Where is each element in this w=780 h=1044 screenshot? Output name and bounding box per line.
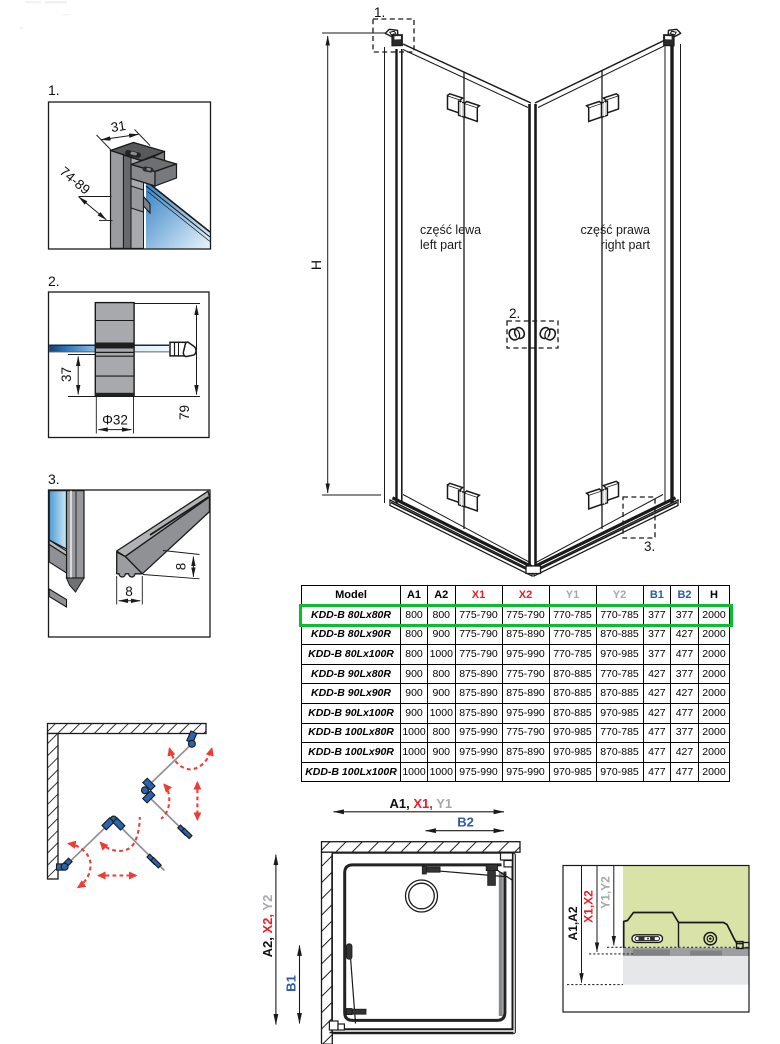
svg-text:1.: 1. xyxy=(374,5,385,20)
svg-text:left part: left part xyxy=(420,238,462,252)
svg-text:74-89: 74-89 xyxy=(57,164,93,198)
svg-text:B1: B1 xyxy=(284,975,299,992)
svg-text:Φ32: Φ32 xyxy=(102,413,128,428)
svg-text:right part: right part xyxy=(601,238,651,252)
svg-text:A2, X2, Y2: A2, X2, Y2 xyxy=(260,895,275,958)
svg-text:B2: B2 xyxy=(457,815,474,830)
svg-text:8: 8 xyxy=(174,563,189,571)
svg-text:3.: 3. xyxy=(48,471,60,487)
svg-text:część lewa: część lewa xyxy=(420,223,481,237)
svg-text:2.: 2. xyxy=(509,306,520,321)
svg-text:3.: 3. xyxy=(644,539,655,554)
svg-text:31: 31 xyxy=(110,118,127,135)
svg-text:A1, X1, Y1: A1, X1, Y1 xyxy=(389,796,452,811)
svg-text:37: 37 xyxy=(59,367,74,382)
svg-text:Y1,Y2: Y1,Y2 xyxy=(599,876,613,909)
svg-text:X1,X2: X1,X2 xyxy=(582,890,596,923)
svg-text:H: H xyxy=(308,260,324,270)
svg-text:część prawa: część prawa xyxy=(581,223,651,237)
svg-text:A1,A2: A1,A2 xyxy=(566,906,580,940)
svg-text:79: 79 xyxy=(177,405,192,420)
svg-text:2.: 2. xyxy=(48,273,60,289)
svg-text:1.: 1. xyxy=(48,82,60,98)
svg-text:8: 8 xyxy=(125,584,133,599)
